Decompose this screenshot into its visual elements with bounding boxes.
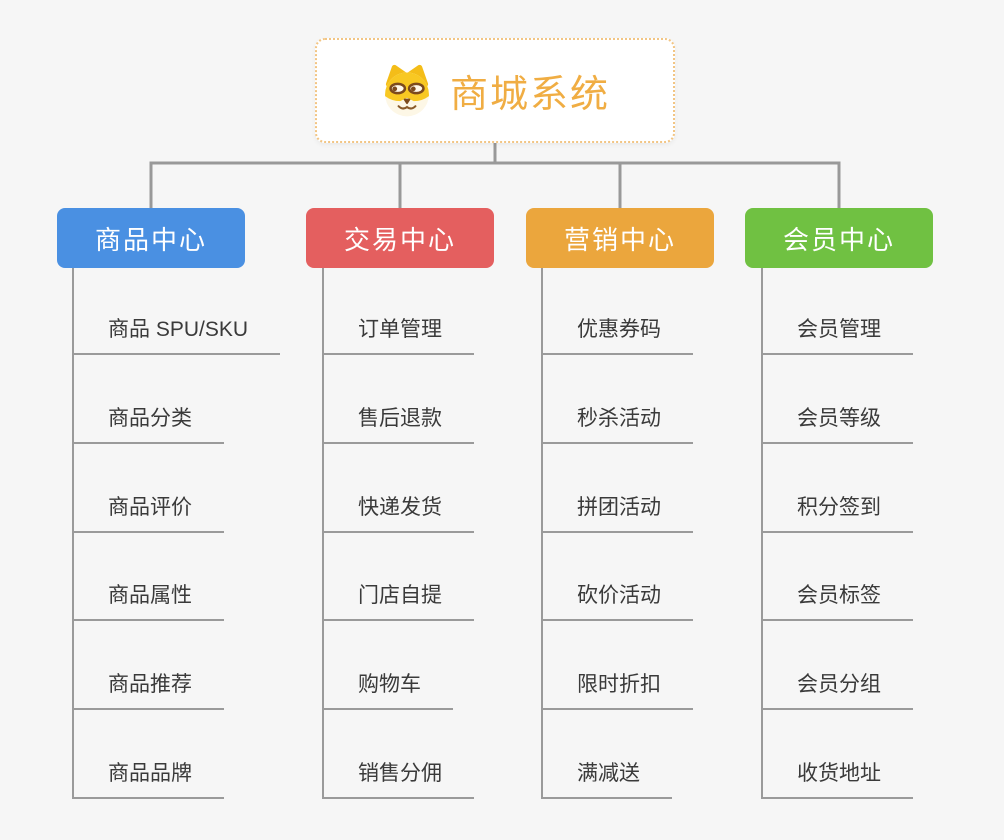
- leaf-node[interactable]: 砍价活动: [541, 581, 693, 621]
- branch-node-marketing[interactable]: 营销中心: [526, 208, 714, 268]
- leaf-node[interactable]: 商品品牌: [72, 759, 224, 799]
- leaf-node[interactable]: 会员分组: [761, 670, 913, 710]
- leaf-node[interactable]: 商品分类: [72, 404, 224, 444]
- root-node[interactable]: 商城系统: [315, 38, 675, 143]
- branch-children-trade: 订单管理 售后退款 快递发货 门店自提 购物车 销售分佣: [322, 268, 582, 799]
- leaf-node[interactable]: 商品评价: [72, 493, 224, 533]
- doge-icon: [385, 64, 429, 116]
- leaf-node[interactable]: 商品推荐: [72, 670, 224, 710]
- leaf-node[interactable]: 秒杀活动: [541, 404, 693, 444]
- branch-label: 营销中心: [563, 224, 676, 255]
- branch-label: 会员中心: [782, 224, 895, 255]
- branch-label: 交易中心: [343, 224, 456, 255]
- leaf-node[interactable]: 门店自提: [322, 581, 474, 621]
- leaf-node[interactable]: 积分签到: [761, 493, 913, 533]
- leaf-node[interactable]: 限时折扣: [541, 670, 693, 710]
- leaf-node[interactable]: 会员标签: [761, 581, 913, 621]
- trunk-line: [541, 268, 543, 799]
- leaf-node[interactable]: 优惠券码: [541, 315, 693, 355]
- leaf-node[interactable]: 订单管理: [322, 315, 474, 355]
- branch-label: 商品中心: [94, 224, 207, 255]
- branch-node-members[interactable]: 会员中心: [745, 208, 933, 268]
- leaf-node[interactable]: 快递发货: [322, 493, 474, 533]
- branch-children-members: 会员管理 会员等级 积分签到 会员标签 会员分组 收货地址: [761, 268, 1004, 799]
- leaf-node[interactable]: 会员等级: [761, 404, 913, 444]
- trunk-line: [322, 268, 324, 799]
- root-title: 商城系统: [449, 74, 610, 116]
- leaf-node[interactable]: 收货地址: [761, 759, 913, 799]
- leaf-node[interactable]: 销售分佣: [322, 759, 474, 799]
- leaf-node[interactable]: 售后退款: [322, 404, 474, 444]
- trunk-line: [761, 268, 763, 799]
- branch-children-marketing: 优惠券码 秒杀活动 拼团活动 砍价活动 限时折扣 满减送: [541, 268, 801, 799]
- leaf-node[interactable]: 商品 SPU/SKU: [72, 315, 281, 355]
- branch-children-products: 商品 SPU/SKU 商品分类 商品评价 商品属性 商品推荐 商品品牌: [72, 268, 332, 799]
- branch-node-products[interactable]: 商品中心: [57, 208, 245, 268]
- leaf-node[interactable]: 会员管理: [761, 315, 913, 355]
- leaf-node[interactable]: 商品属性: [72, 581, 224, 621]
- leaf-node[interactable]: 拼团活动: [541, 493, 693, 533]
- branch-node-trade[interactable]: 交易中心: [306, 208, 494, 268]
- leaf-node[interactable]: 满减送: [541, 759, 672, 799]
- leaf-node[interactable]: 购物车: [322, 670, 453, 710]
- trunk-line: [72, 268, 74, 799]
